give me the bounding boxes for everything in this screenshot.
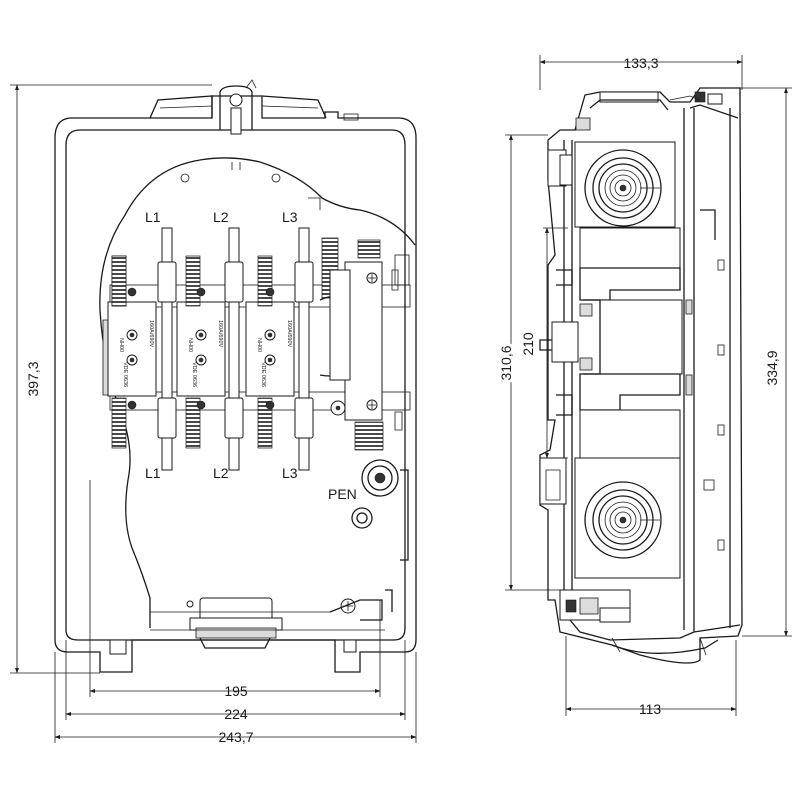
phase-label-top-L3: L3 bbox=[282, 209, 298, 225]
dim-depth-top: 133,3 bbox=[623, 55, 658, 71]
latch bbox=[149, 79, 327, 135]
dim-width-total: 243,7 bbox=[218, 729, 253, 745]
fuse-standard-text: VDE 0636 bbox=[260, 362, 266, 387]
side-dimensions: 133,3 113 210 310,6 334,9 bbox=[495, 55, 792, 717]
dim-height-outer: 334,9 bbox=[764, 350, 780, 385]
fuse-type-text: NH00 bbox=[187, 338, 193, 352]
fuse-rating-text: 160A/690V bbox=[286, 320, 292, 348]
side-view: 133,3 113 210 310,6 334,9 bbox=[495, 55, 792, 717]
fuse-type-text: NH00 bbox=[256, 338, 262, 352]
bottom-entry bbox=[150, 589, 393, 649]
fuse-standard-text: VDE 0636 bbox=[191, 362, 197, 387]
front-view: NH00 160A/690V VDE 0636 NH00 160A/690V V… bbox=[10, 79, 417, 745]
top-clamp bbox=[575, 91, 723, 131]
front-dimensions: 397,3 195 224 243,7 bbox=[10, 84, 417, 745]
dim-height-mid: 310,6 bbox=[498, 345, 514, 380]
dim-width-inner: 195 bbox=[224, 683, 248, 699]
bottom-clamp bbox=[559, 589, 719, 656]
fuse-rating-text: 160A/690V bbox=[217, 320, 223, 348]
top-tab bbox=[343, 113, 359, 121]
dim-width-body: 224 bbox=[224, 706, 248, 722]
dim-height-total: 397,3 bbox=[25, 361, 41, 396]
dim-height-inner: 210 bbox=[520, 332, 536, 356]
pen-bar bbox=[329, 261, 403, 431]
fuse-standard-text: VDE 0636 bbox=[122, 362, 128, 387]
phase-label-bottom-L3: L3 bbox=[282, 465, 298, 481]
fuse-base-L1: NH00 160A/690V VDE 0636 bbox=[107, 227, 177, 471]
housing-inner bbox=[65, 129, 406, 641]
lower-cable-gland bbox=[539, 457, 681, 579]
phase-label-top-L2: L2 bbox=[213, 209, 229, 225]
pen-terminal bbox=[351, 459, 399, 529]
dim-depth-bottom: 113 bbox=[639, 701, 662, 717]
fuse-base-L3: NH00 160A/690V VDE 0636 bbox=[245, 227, 314, 471]
phase-label-top-L1: L1 bbox=[145, 209, 161, 225]
fuse-base-L2: NH00 160A/690V VDE 0636 bbox=[176, 227, 244, 471]
phase-label-bottom-L2: L2 bbox=[213, 465, 229, 481]
fuse-type-text: NH00 bbox=[118, 338, 124, 352]
side-mid-section bbox=[539, 209, 725, 551]
upper-cable-gland bbox=[547, 141, 676, 228]
pen-label: PEN bbox=[328, 486, 357, 502]
phase-label-bottom-L1: L1 bbox=[145, 465, 161, 481]
fuse-rating-text: 160A/690V bbox=[148, 320, 154, 348]
cutaway-outline bbox=[99, 157, 416, 628]
